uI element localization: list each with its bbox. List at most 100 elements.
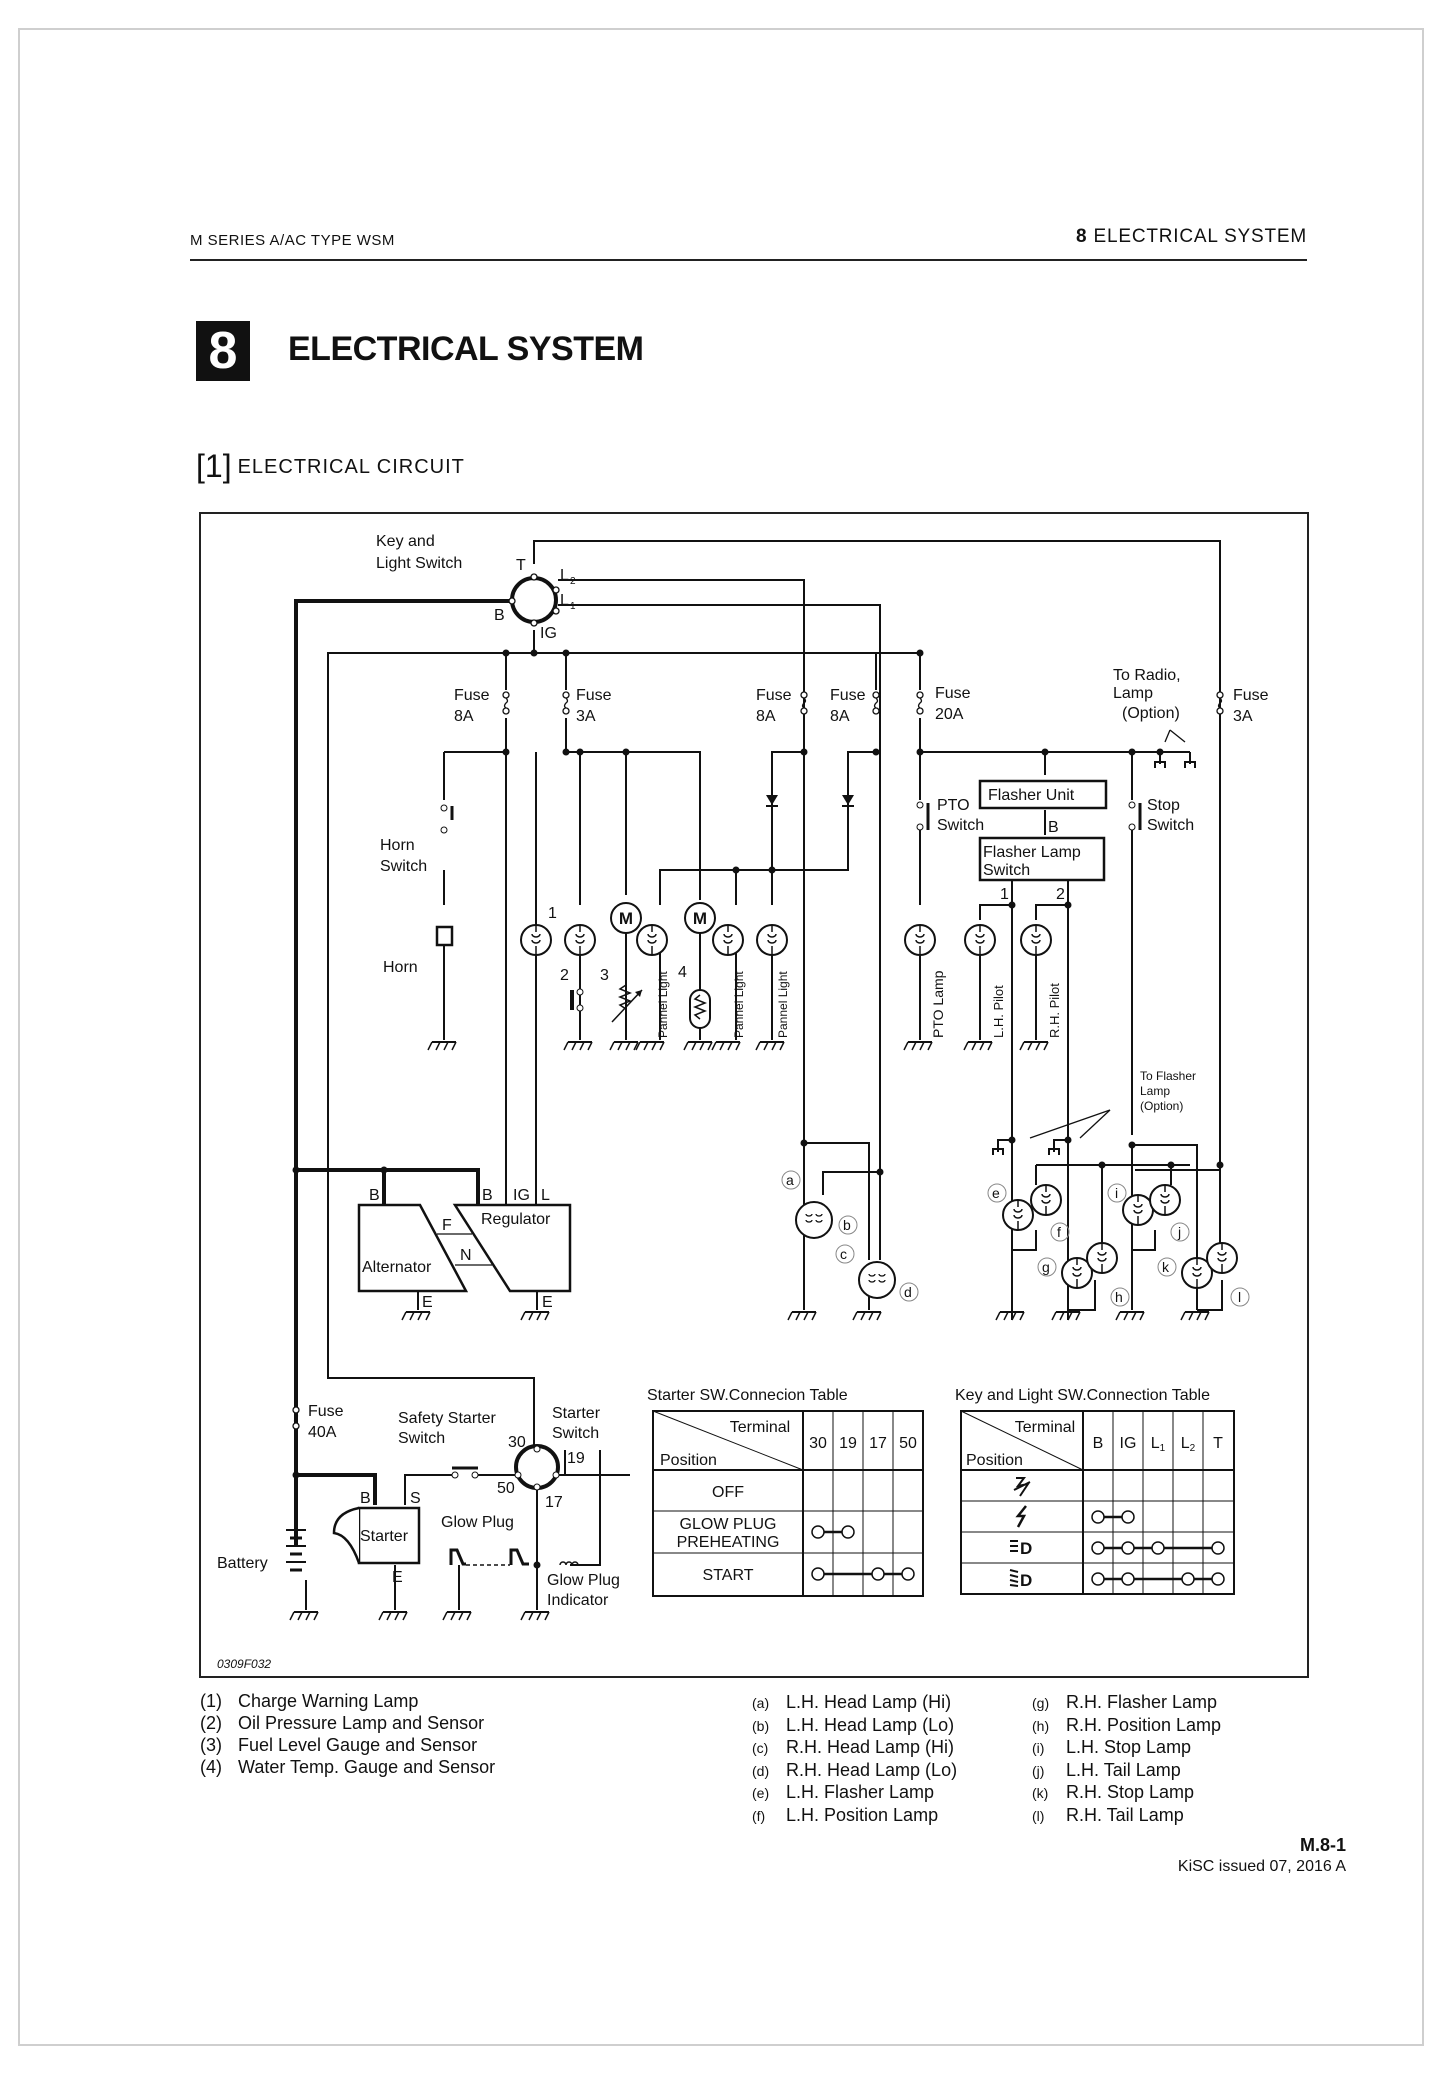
legend-item: (2)Oil Pressure Lamp and Sensor xyxy=(200,1713,485,1733)
alt-n-label: N xyxy=(460,1247,472,1264)
gauge-number-3: 3 xyxy=(600,967,609,984)
starter-terminal-17: 17 xyxy=(545,1494,563,1511)
rh-pilot-label: R.H. Pilot xyxy=(1047,983,1062,1038)
rh-head-lamp-icon xyxy=(858,1261,896,1299)
diode-icon xyxy=(765,794,779,807)
header-rule xyxy=(190,259,1307,261)
radio-label: To Radio, xyxy=(1113,667,1181,684)
starter-terminal-50: 50 xyxy=(497,1480,515,1497)
lamp-letter-k: k xyxy=(1162,1259,1170,1275)
fuse-40a-icon xyxy=(292,1406,300,1430)
fuse-rating: 8A xyxy=(830,708,850,725)
flasher-unit-label: Flasher Unit xyxy=(988,787,1075,804)
issue-date: KiSC issued 07, 2016 A xyxy=(1177,1858,1346,1875)
legend-item: (g)R.H. Flasher Lamp xyxy=(1032,1692,1218,1712)
terminal-t-label: T xyxy=(516,557,526,574)
lamp-letter-g: g xyxy=(1042,1259,1050,1275)
legend-item: (i)L.H. Stop Lamp xyxy=(1032,1737,1192,1758)
rh-pilot-lamp-icon xyxy=(1020,924,1052,956)
key-col-b: B xyxy=(1093,1435,1104,1452)
flasher-lamp-switch-label: Flasher Lamp xyxy=(983,844,1081,861)
circuit-diagram-frame xyxy=(199,512,1309,1678)
alt-e-label: E xyxy=(422,1294,433,1311)
reg-ig-label: IG xyxy=(513,1187,530,1204)
fuse-label: Fuse xyxy=(454,687,490,704)
starter-e-label: E xyxy=(392,1569,403,1586)
starter-switch-label: Starter xyxy=(552,1405,601,1422)
section-title: [1]ELECTRICAL CIRCUIT xyxy=(196,448,465,485)
gauge-number-2: 2 xyxy=(560,967,569,984)
fuse-3a-icon xyxy=(562,691,570,715)
glow-plug-indicator-label: Glow Plug xyxy=(547,1572,620,1589)
fuse-label: Fuse xyxy=(756,687,792,704)
fuse-label: Fuse xyxy=(576,687,612,704)
lamp-letter-h: h xyxy=(1115,1289,1123,1305)
lh-pilot-lamp-icon xyxy=(964,924,996,956)
header-section-number: 8 xyxy=(1076,226,1088,247)
key-light-switch-symbol xyxy=(508,573,560,627)
fuse-20a-icon xyxy=(916,691,924,715)
fls-terminal-1: 1 xyxy=(1000,886,1009,903)
connection-dot xyxy=(1091,1572,1105,1586)
connection-dot xyxy=(1121,1541,1135,1555)
radio-connector-icon xyxy=(1154,729,1196,768)
connection-dot xyxy=(901,1567,915,1581)
horn-label: Horn xyxy=(383,959,418,976)
pto-lamp-label: PTO Lamp xyxy=(930,970,946,1038)
regulator-icon xyxy=(452,1203,572,1293)
starter-row-start: START xyxy=(703,1567,754,1584)
lh-flasher-lamp-icon xyxy=(1002,1199,1034,1231)
alternator-label: Alternator xyxy=(362,1259,432,1276)
terminal-l1-label: L xyxy=(560,592,569,609)
diagram-labels: Key and Light Switch T L 2 L 1 B IG Fuse… xyxy=(217,533,1269,1671)
terminal-b-label: B xyxy=(494,607,505,624)
header-manual-title: M SERIES A/AC TYPE WSM xyxy=(190,232,395,249)
lh-tail-lamp-icon xyxy=(1149,1184,1181,1216)
starter-switch-label: Switch xyxy=(552,1425,599,1442)
legend-item: (k)R.H. Stop Lamp xyxy=(1032,1782,1195,1803)
figure-id: 0309F032 xyxy=(217,1657,271,1671)
lamp-letter-i: i xyxy=(1115,1185,1118,1201)
panel-light-label: Pannel Light xyxy=(656,971,670,1038)
regulator-label: Regulator xyxy=(481,1211,551,1228)
connection-dot xyxy=(1211,1541,1225,1555)
off-key-icon xyxy=(1013,1477,1031,1497)
flasher-lamp-switch-box xyxy=(978,836,1106,882)
horn-icon xyxy=(435,925,454,947)
high-beam-icon: D xyxy=(1009,1569,1032,1590)
key-table-connections xyxy=(1091,1510,1225,1586)
legend-item: (j)L.H. Tail Lamp xyxy=(1032,1759,1181,1780)
pto-switch-label: PTO xyxy=(937,797,970,814)
gauge-number-4: 4 xyxy=(678,964,687,981)
connection-dot xyxy=(871,1567,885,1581)
connection-dot xyxy=(1091,1541,1105,1555)
reg-l-label: L xyxy=(541,1187,550,1204)
alt-f-label: F xyxy=(442,1217,452,1234)
junction-dots xyxy=(292,649,1224,1569)
chapter-title: ELECTRICAL SYSTEM xyxy=(288,330,644,368)
panel-light-icon xyxy=(712,924,744,956)
connection-dot xyxy=(1211,1572,1225,1586)
fuse-rating: 8A xyxy=(756,708,776,725)
terminal-l2-sub: 2 xyxy=(570,576,576,587)
starter-col-50: 50 xyxy=(899,1435,917,1452)
starter-row-glow: GLOW PLUG xyxy=(680,1516,777,1533)
lamp-letter-l: l xyxy=(1238,1289,1241,1305)
glow-plug-indicator-label: Indicator xyxy=(547,1592,609,1609)
legend-lettered-right: (g)R.H. Flasher Lamp (h)R.H. Position La… xyxy=(1032,1692,1221,1828)
panel-light-icon xyxy=(756,924,788,956)
terminal-l2-label: L xyxy=(560,567,569,584)
fuse-label: Fuse xyxy=(935,685,971,702)
pto-switch-icon xyxy=(916,801,930,831)
starter-connection-table: Starter SW.Connecion Table Terminal Posi… xyxy=(647,1387,924,1597)
key-table-corner-top: Terminal xyxy=(1015,1419,1075,1436)
to-flasher-label: (Option) xyxy=(1140,1099,1183,1113)
fuse-3a-icon xyxy=(1216,691,1224,715)
alternator-icon xyxy=(357,1203,469,1293)
lh-stop-lamp-icon xyxy=(1122,1194,1154,1226)
legend-numbered: (1)Charge Warning Lamp (2)Oil Pressure L… xyxy=(200,1690,495,1778)
connection-dot xyxy=(1091,1510,1105,1524)
starter-col-19: 19 xyxy=(839,1435,857,1452)
wires xyxy=(294,540,1223,1610)
